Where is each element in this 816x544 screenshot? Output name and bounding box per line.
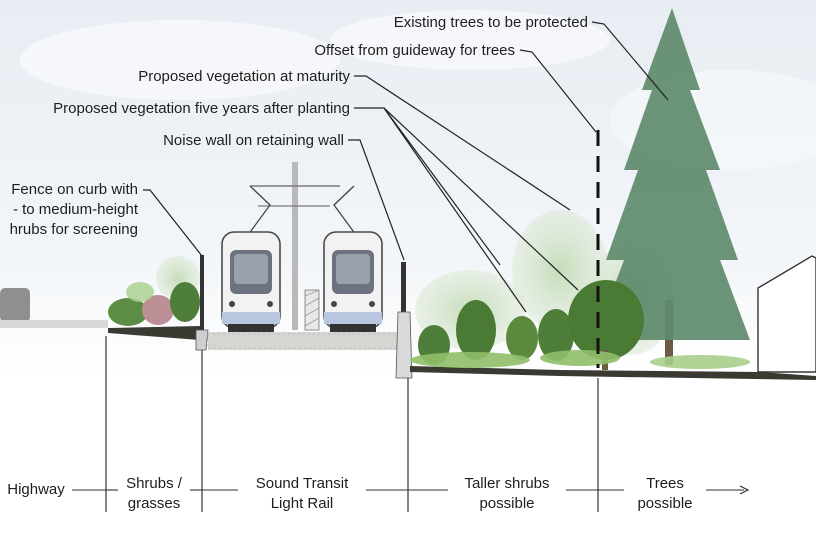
left-grass [126,282,154,302]
ground-shrub [540,350,620,366]
equipment-box [304,289,320,331]
pantograph-right [333,185,357,236]
cloud [20,20,340,100]
house-outline [757,255,816,373]
callout-fence-line1: Fence on curb with [11,181,138,198]
callout-noise-wall: Noise wall on retaining wall [163,132,344,149]
zone-trees: Trees possible [624,474,706,514]
zone-rail-label-2: Light Rail [270,495,334,512]
fence-post [200,255,204,330]
left-planting-bed [108,326,200,340]
ground-shrub [410,352,530,368]
curb [195,329,209,351]
zone-trees-label-1: Trees [646,475,684,492]
zone-shrubs-label-2: grasses [127,495,181,512]
left-shrub [108,298,148,326]
cloud [330,10,610,70]
young-shrub [506,316,538,360]
callout-offset-guideway: Offset from guideway for trees [314,42,515,59]
callout-veg-maturity: Proposed vegetation at maturity [138,68,350,85]
existing-conifer-tree [594,8,750,365]
young-shrub [456,300,496,360]
rail-trackbed [208,332,400,350]
zone-highway: Highway [0,480,72,500]
callout-fence-line3: hrubs for screening [9,221,138,238]
rail-trackbed-dots [207,333,401,349]
left-shrub [170,282,200,322]
zone-taller-label-1: Taller shrubs [464,475,550,492]
retaining-wall [395,311,413,379]
arrow-right-icon [739,485,750,495]
zone-rail-label-1: Sound Transit [255,475,349,492]
noise-wall [401,262,406,312]
callout-veg-five-years: Proposed vegetation five years after pla… [53,100,350,117]
young-shrub [538,309,574,361]
pantograph-left [247,185,271,236]
zone-taller-shrubs: Taller shrubs possible [446,474,568,514]
young-tree [568,280,644,360]
highway-pavement [0,320,108,328]
zone-light-rail: Sound Transit Light Rail [236,474,368,514]
roadside-structure [0,288,30,322]
callout-existing-trees: Existing trees to be protected [393,14,588,31]
left-shrub [142,295,174,325]
light-rail-train-right [323,231,383,332]
zone-taller-label-2: possible [479,495,535,512]
zone-highway-label: Highway [7,481,65,498]
light-rail-train-left [221,231,281,332]
right-ground [410,366,816,380]
zone-shrubs-label-1: Shrubs / [126,475,182,492]
callout-fence-line2: - to medium-height [12,201,138,218]
catenary-pole [292,162,298,330]
zone-shrubs-grasses: Shrubs / grasses [116,474,192,514]
ground-shrub [650,355,750,369]
zone-trees-label-2: possible [637,495,693,512]
callout-leaders [143,21,669,313]
